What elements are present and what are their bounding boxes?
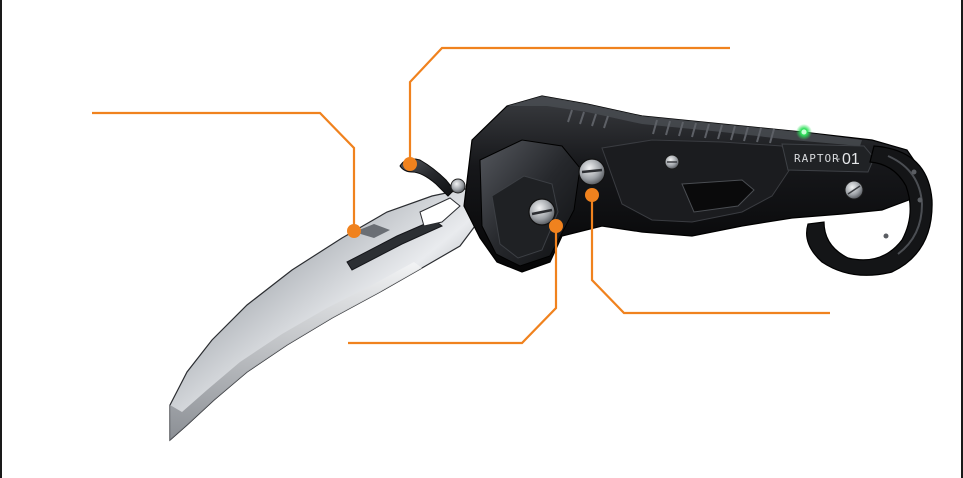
finger-ring xyxy=(806,145,933,276)
lock-screw-callout-line xyxy=(590,195,830,315)
blade-bevel xyxy=(170,262,422,440)
ring-hole-1 xyxy=(911,169,917,175)
blade-spine-callout-line xyxy=(92,111,356,230)
blade-spine-callout-dot xyxy=(347,224,361,238)
blade-fuller xyxy=(346,219,443,271)
side-panel xyxy=(601,139,793,223)
thumb-opener-callout-line xyxy=(408,46,730,162)
label-plate xyxy=(781,143,875,173)
pivot-screw-callout-line xyxy=(348,226,558,345)
handle: RAPTOR - 01 xyxy=(463,95,923,273)
lock-screw-callout-dot xyxy=(585,188,599,202)
side-panel-cutout xyxy=(681,179,755,213)
indicator-led xyxy=(801,129,807,135)
blade-tang-cutout xyxy=(419,197,461,227)
pivot-screw-callout-dot xyxy=(549,219,563,233)
ring-hole-2 xyxy=(917,197,923,203)
thumb-opener-screw xyxy=(450,178,466,194)
callout-dots xyxy=(347,157,599,238)
blade-spine-notch xyxy=(354,224,390,238)
model-name: RAPTOR xyxy=(794,152,840,165)
model-number: 01 xyxy=(842,151,860,168)
callout-lines xyxy=(92,46,830,345)
ring-hole-3 xyxy=(883,233,889,239)
pivot-screw xyxy=(528,198,556,226)
thumb-opener-callout-dot xyxy=(403,157,417,171)
finger-ring-outer xyxy=(806,145,933,276)
model-separator: - xyxy=(835,152,843,165)
blade xyxy=(169,187,479,442)
bolster-inner xyxy=(491,175,559,259)
grip-notches xyxy=(567,109,775,144)
finger-ring-edge xyxy=(887,155,924,255)
lock-screw xyxy=(578,158,606,186)
